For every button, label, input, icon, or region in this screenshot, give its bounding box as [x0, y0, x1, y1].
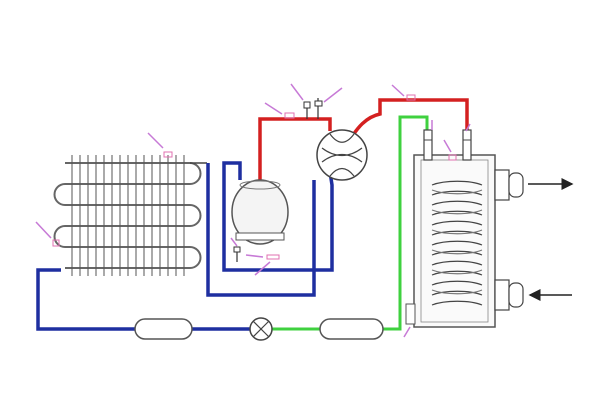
condenser-temperature-sensor — [147, 132, 173, 158]
expansion-valve — [249, 317, 273, 341]
filter-drier-right — [319, 318, 384, 340]
low-pressure-line — [36, 152, 334, 331]
liquid-line — [272, 115, 429, 331]
heat-exchanger — [413, 129, 524, 328]
compressor — [231, 179, 289, 245]
condenser-coil — [53, 155, 207, 276]
coil-temperature-sensor — [35, 221, 60, 247]
exchanger-sensors — [403, 120, 471, 338]
four-way-valve — [316, 129, 368, 181]
discharge-sensors — [264, 83, 416, 119]
filter-drier-left — [134, 318, 193, 340]
suction-pressure-switch — [230, 237, 280, 276]
